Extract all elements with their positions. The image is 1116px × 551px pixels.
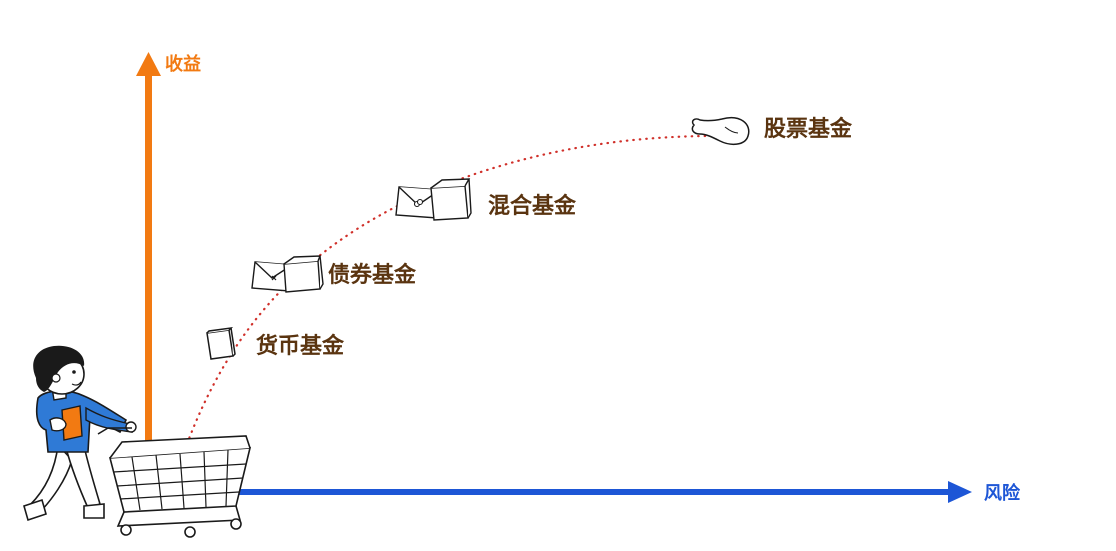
money-fund-box-icon [206,326,236,360]
y-axis [136,52,161,464]
person-pushing-shopping-cart-icon [23,345,137,522]
stock-fund-label: 股票基金 [764,117,853,142]
x-axis-arrow-icon [948,481,972,503]
stock-fund-drumstick-icon [691,117,750,146]
bond-fund-label: 债券基金 [328,263,417,288]
y-axis-arrow-icon [136,52,161,76]
x-axis-label: 风险 [984,483,1020,504]
bond-fund-icon [251,255,324,293]
shopping-cart-icon [97,427,252,538]
money-fund-label: 货币基金 [256,334,345,359]
y-axis-label: 收益 [165,54,201,75]
x-axis [238,481,972,503]
mixed-fund-icon [395,178,472,221]
mixed-fund-label: 混合基金 [488,194,577,219]
